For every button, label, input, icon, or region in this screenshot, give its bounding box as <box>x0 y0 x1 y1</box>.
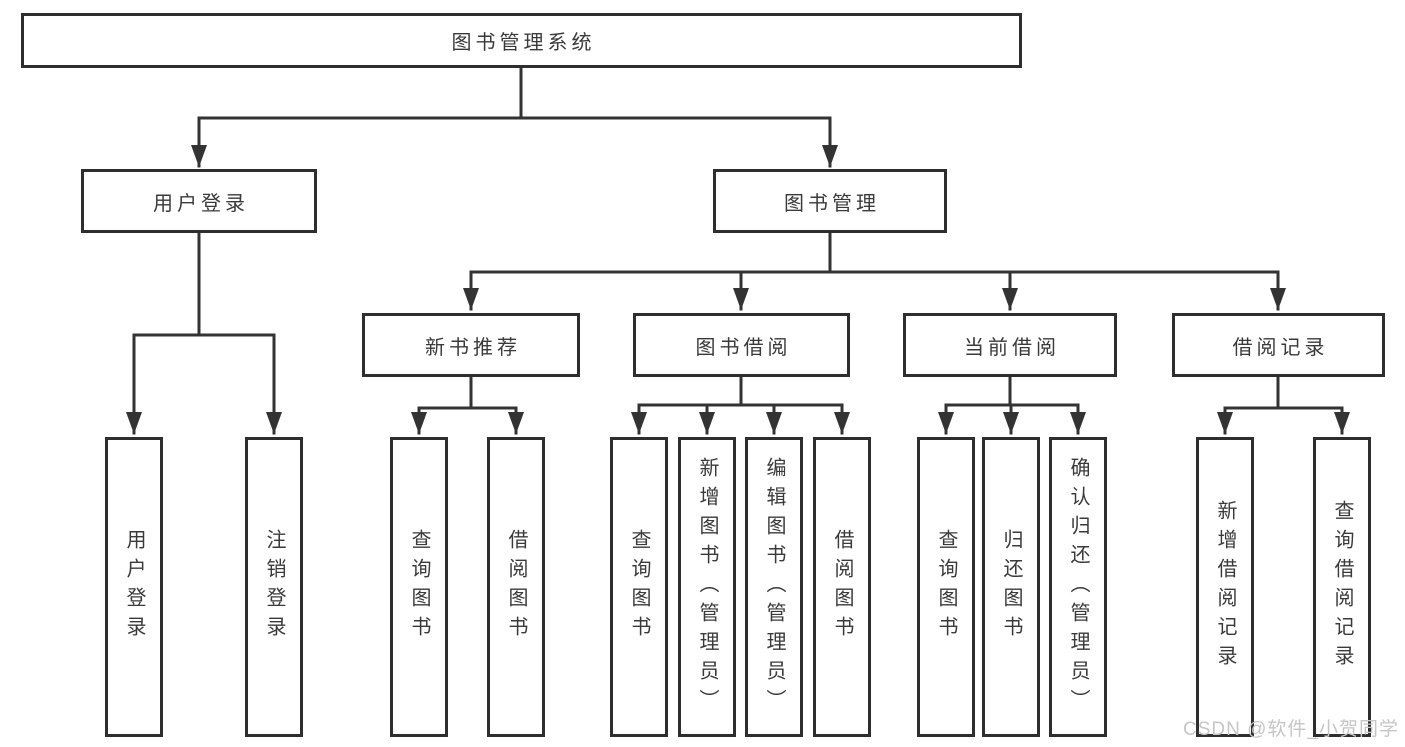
node-current-borrow: 当前借阅 <box>903 313 1117 377</box>
leaf-edit-book-admin: 编辑图书（管理员） <box>745 437 803 737</box>
leaf-query-book-1-label: 查询图书 <box>408 529 430 645</box>
leaf-user-login-label: 用户登录 <box>123 529 145 645</box>
connector-borrow-records-leaves <box>1223 375 1344 410</box>
node-book-borrow: 图书借阅 <box>633 313 850 377</box>
leaf-borrow-book-2: 借阅图书 <box>813 437 871 737</box>
connector-new-book-rec-leaves <box>417 375 518 410</box>
leaf-query-book-2: 查询图书 <box>610 437 668 737</box>
node-root: 图书管理系统 <box>21 13 1022 68</box>
leaf-add-book-admin: 新增图书（管理员） <box>678 437 736 737</box>
leaf-query-book-3-label: 查询图书 <box>935 529 957 645</box>
leaf-add-borrow-record: 新增借阅记录 <box>1196 437 1254 737</box>
leaf-confirm-return-admin-label: 确认归还（管理员） <box>1067 456 1089 718</box>
node-current-borrow-label: 当前借阅 <box>964 336 1060 359</box>
node-user-login: 用户登录 <box>81 169 317 233</box>
leaf-query-book-2-label: 查询图书 <box>628 529 650 645</box>
csdn-watermark: CSDN @软件_小贺同学 <box>1183 719 1399 740</box>
leaf-borrow-book-1: 借阅图书 <box>487 437 545 737</box>
leaf-query-borrow-record: 查询借阅记录 <box>1313 437 1371 737</box>
leaf-add-borrow-record-label: 新增借阅记录 <box>1214 500 1236 674</box>
leaf-confirm-return-admin: 确认归还（管理员） <box>1049 437 1107 737</box>
leaf-return-book: 归还图书 <box>982 437 1040 737</box>
node-book-mgmt-label: 图书管理 <box>784 192 880 215</box>
leaf-query-book-3: 查询图书 <box>917 437 975 737</box>
leaf-user-login: 用户登录 <box>105 437 163 737</box>
leaf-logout-label: 注销登录 <box>263 529 285 645</box>
leaf-return-book-label: 归还图书 <box>1000 529 1022 645</box>
node-borrow-records: 借阅记录 <box>1172 313 1385 377</box>
node-root-label: 图书管理系统 <box>451 32 596 54</box>
leaf-logout: 注销登录 <box>245 437 303 737</box>
connector-book-borrow-leaves <box>637 375 844 407</box>
connector-book-mgmt-to-level3 <box>469 231 1280 274</box>
connector-current-borrow-leaves <box>944 375 1080 407</box>
leaf-borrow-book-2-label: 借阅图书 <box>831 529 853 645</box>
node-user-login-label: 用户登录 <box>153 192 249 215</box>
leaf-query-borrow-record-label: 查询借阅记录 <box>1331 500 1353 674</box>
leaf-query-book-1: 查询图书 <box>390 437 448 737</box>
connector-user-login-leaves <box>132 231 276 337</box>
leaf-borrow-book-1-label: 借阅图书 <box>505 529 527 645</box>
leaf-add-book-admin-label: 新增图书（管理员） <box>696 456 718 718</box>
node-borrow-records-label: 借阅记录 <box>1232 336 1329 359</box>
node-book-mgmt: 图书管理 <box>713 169 947 233</box>
connector-root-to-level2 <box>197 66 832 120</box>
leaf-edit-book-admin-label: 编辑图书（管理员） <box>763 456 785 718</box>
node-book-borrow-label: 图书借阅 <box>695 336 792 359</box>
node-new-book-rec-label: 新书推荐 <box>425 336 521 359</box>
node-new-book-rec: 新书推荐 <box>362 313 580 377</box>
